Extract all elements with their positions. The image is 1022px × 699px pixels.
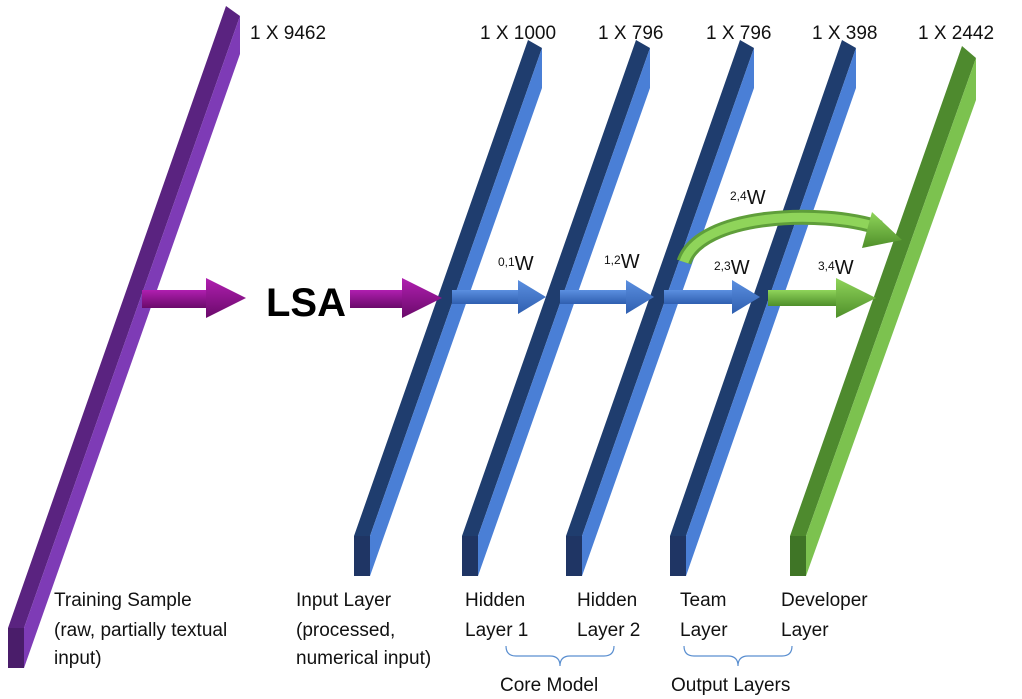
label-training-sample-line-1: Training Sample (54, 590, 192, 611)
label-team-layer-line-2: Layer (680, 620, 728, 641)
core-model-bracket (505, 645, 615, 667)
weight-2-3: 2,3W (714, 257, 750, 279)
arrow-input-to-hidden1 (452, 280, 546, 314)
arrow-hidden1-to-hidden2 (560, 280, 654, 314)
weight-1-2-symbol: W (621, 251, 640, 273)
weight-1-2: 1,2W (604, 251, 640, 273)
arrow-sample-to-lsa (142, 278, 246, 318)
weight-3-4: 3,4W (818, 257, 854, 279)
label-hidden-layer-2-line-2: Layer 2 (577, 620, 640, 641)
label-hidden-layer-2-line-1: Hidden (577, 590, 637, 611)
label-team-layer-line-1: Team (680, 590, 726, 611)
label-developer-layer-line-1: Developer (781, 590, 868, 611)
label-input-layer: Input Layer (processed, numerical input) (296, 590, 431, 669)
hidden-layer-2-bar (566, 40, 754, 576)
weight-2-3-symbol: W (731, 257, 750, 279)
dimension-hidden-layer-1: 1 X 796 (598, 23, 664, 44)
label-input-layer-line-3: numerical input) (296, 648, 431, 669)
team-layer-bar (670, 40, 856, 576)
dimension-team-layer: 1 X 398 (812, 23, 878, 44)
output-layers-label: Output Layers (671, 675, 790, 696)
weight-0-1-superscript: 0,1 (498, 255, 515, 269)
core-model-label: Core Model (500, 675, 598, 696)
weight-0-1: 0,1W (498, 253, 534, 275)
input-layer-bar (354, 40, 542, 576)
dimension-input-layer: 1 X 1000 (480, 23, 556, 44)
weight-1-2-superscript: 1,2 (604, 253, 621, 267)
arrow-team-to-developer (768, 278, 876, 318)
weight-2-4-superscript: 2,4 (730, 189, 747, 203)
weight-2-4: 2,4W (730, 187, 766, 209)
weight-2-4-symbol: W (747, 187, 766, 209)
label-training-sample: Training Sample (raw, partially textual … (54, 590, 232, 669)
arrow-hidden2-to-team (664, 280, 760, 314)
label-training-sample-line-3: input) (54, 648, 102, 669)
weight-2-3-superscript: 2,3 (714, 259, 731, 273)
label-developer-layer: Developer Layer (781, 590, 873, 641)
label-training-sample-line-2: (raw, partially textual (54, 620, 227, 641)
weight-0-1-symbol: W (515, 253, 534, 275)
label-developer-layer-line-2: Layer (781, 620, 829, 641)
dimension-hidden-layer-2: 1 X 796 (706, 23, 772, 44)
training-sample-bar (8, 6, 240, 668)
label-hidden-layer-1-line-2: Layer 1 (465, 620, 528, 641)
weight-3-4-symbol: W (835, 257, 854, 279)
label-input-layer-line-1: Input Layer (296, 590, 392, 611)
label-hidden-layer-2: Hidden Layer 2 (577, 590, 643, 641)
hidden-layer-1-bar (462, 40, 650, 576)
label-hidden-layer-1-line-1: Hidden (465, 590, 525, 611)
output-layers-bracket (683, 645, 793, 667)
label-hidden-layer-1: Hidden Layer 1 (465, 590, 531, 641)
weight-3-4-superscript: 3,4 (818, 259, 835, 273)
arrow-lsa-to-input (350, 278, 442, 318)
label-team-layer: Team Layer (680, 590, 732, 641)
dimension-training-sample: 1 X 9462 (250, 23, 326, 44)
dimension-developer-layer: 1 X 2442 (918, 23, 994, 44)
developer-layer-bar (790, 46, 976, 576)
arrow-hidden2-to-developer-curved (676, 209, 902, 266)
label-input-layer-line-2: (processed, (296, 620, 395, 641)
lsa-label: LSA (266, 281, 346, 325)
